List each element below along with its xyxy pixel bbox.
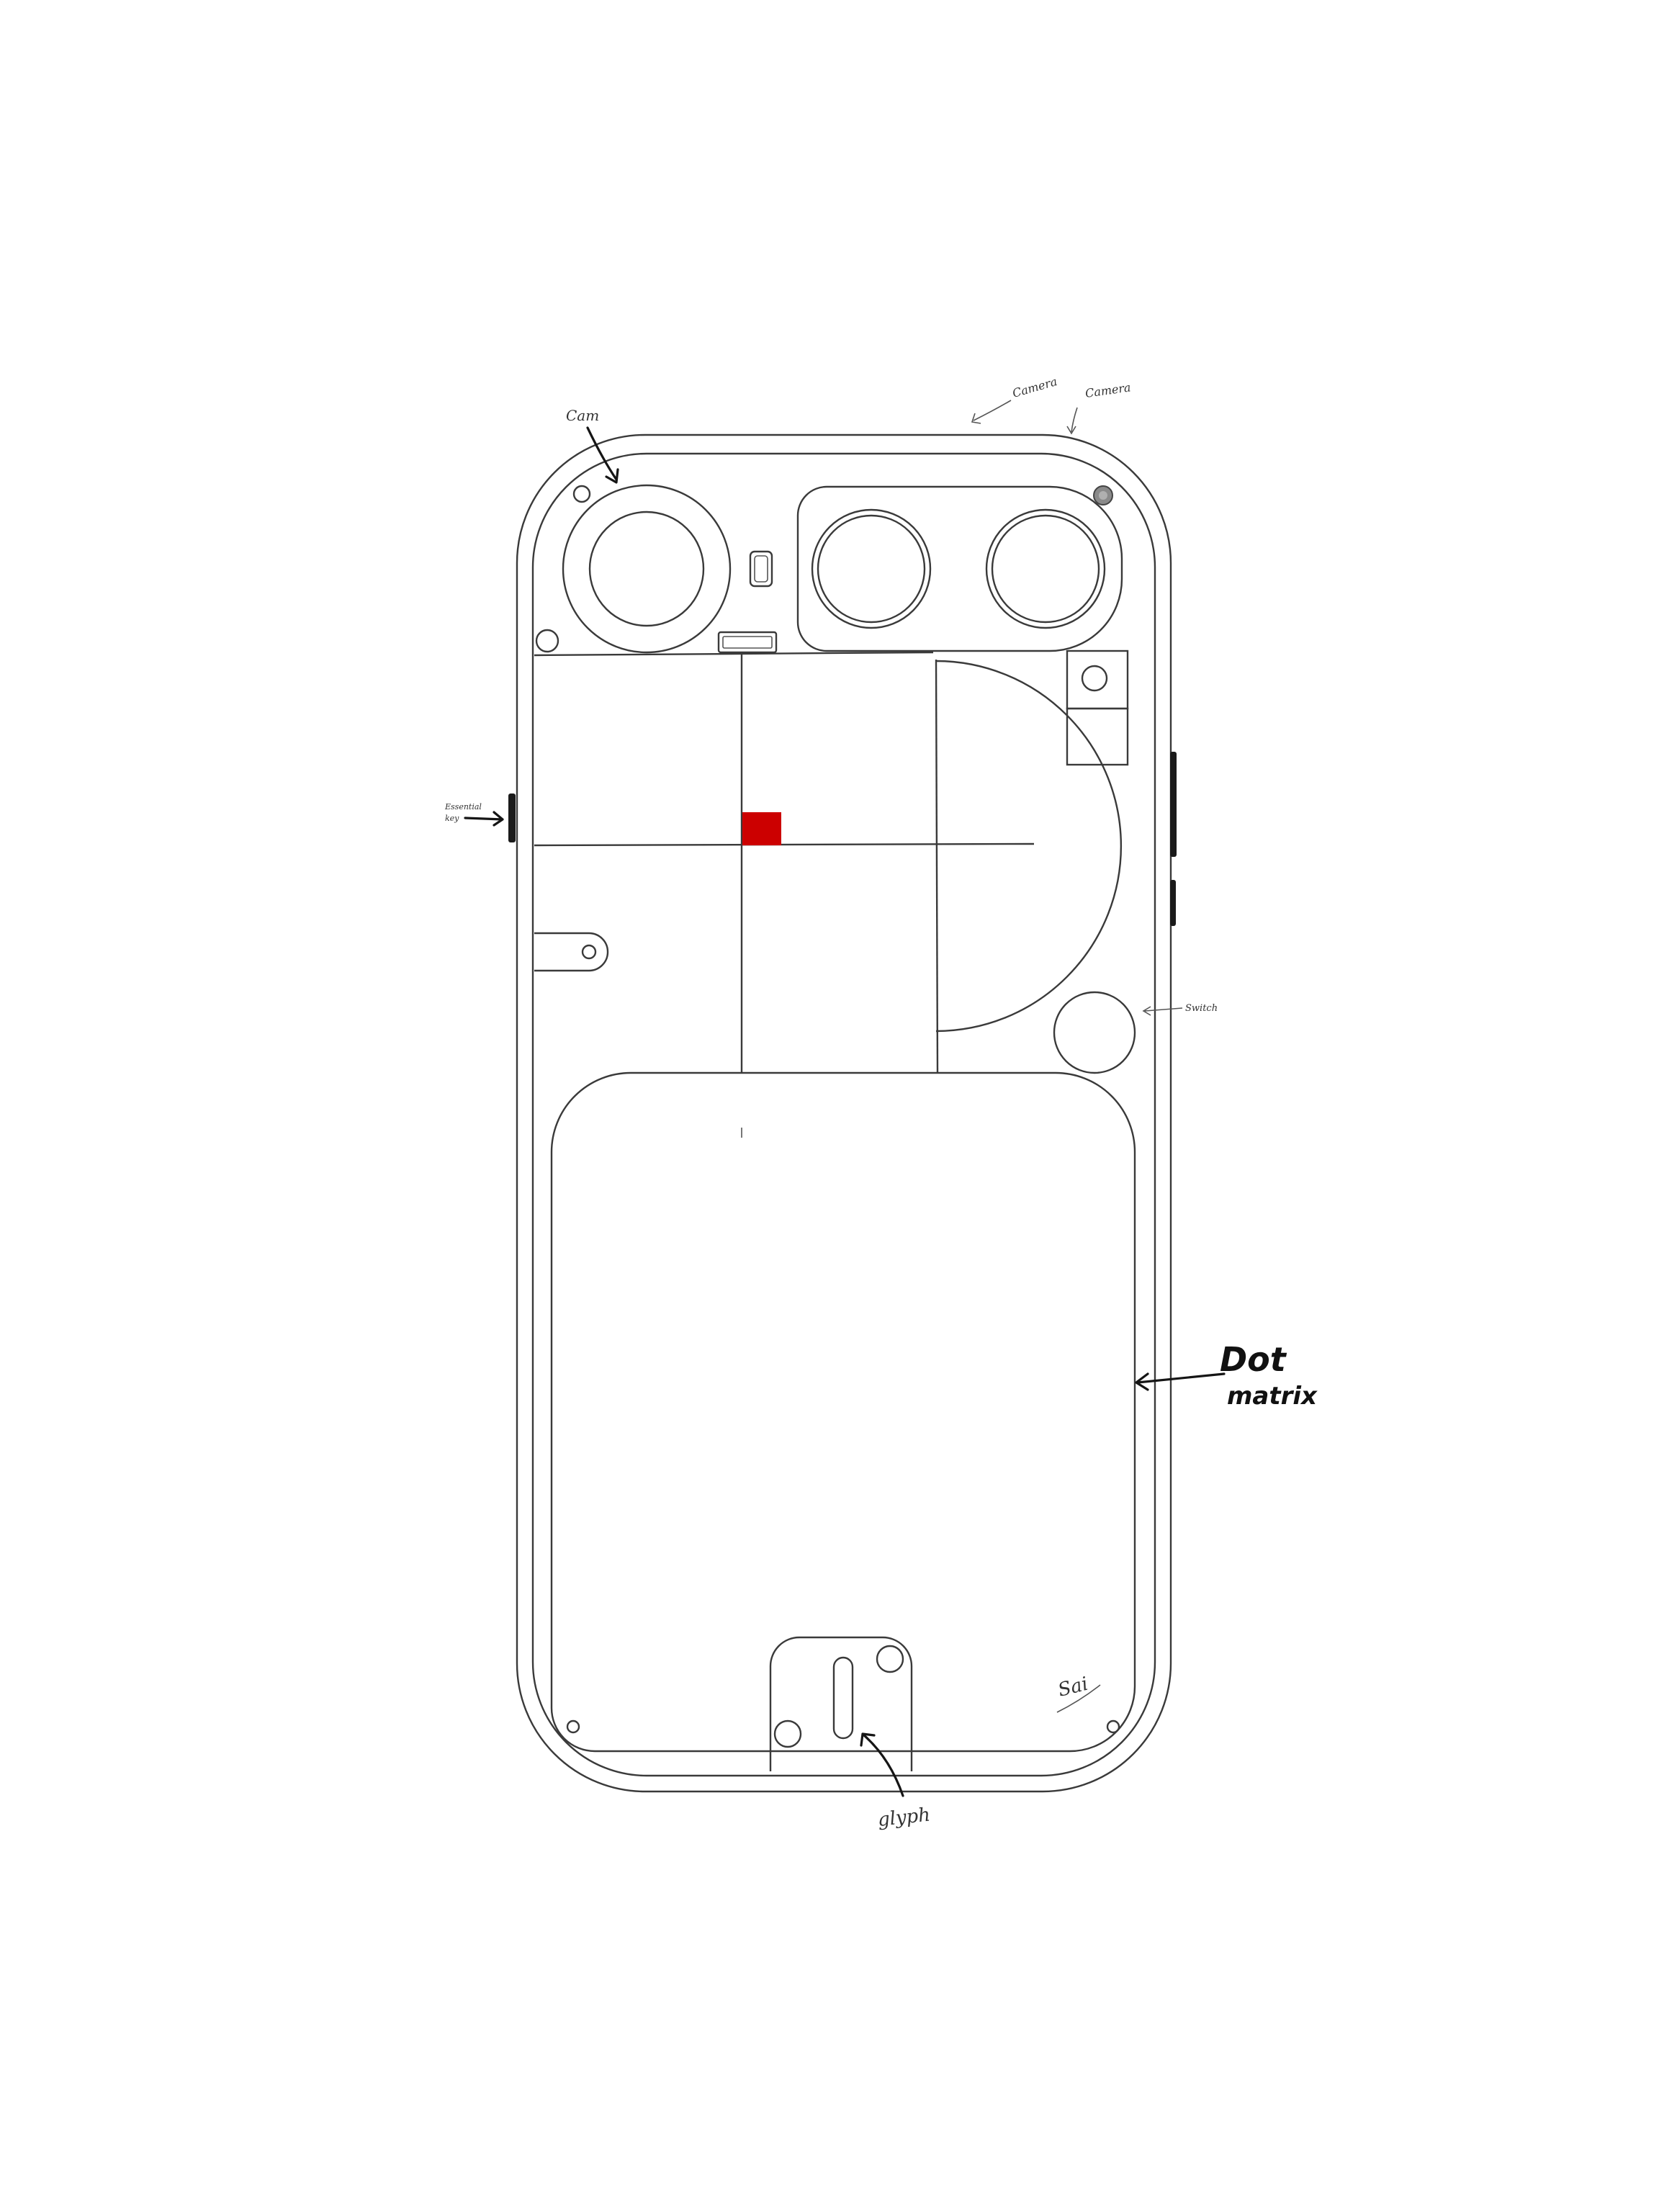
label-glyph: glyph — [877, 1804, 932, 1830]
wireless-coil-semicircle — [935, 660, 1123, 1033]
sensor-box-top — [1066, 649, 1129, 710]
outer-shell — [516, 433, 1172, 1793]
secondary-camera-outer — [811, 508, 932, 629]
main-camera-housing — [562, 484, 732, 654]
tertiary-camera-lens — [991, 514, 1100, 624]
arrow-icon — [1135, 1372, 1226, 1391]
signature: Sai — [1056, 1673, 1090, 1701]
red-square-marker — [742, 812, 781, 845]
glyph-slot — [832, 1656, 854, 1740]
label-switch: Switch — [1185, 1003, 1218, 1014]
label-top-camera-1: Camera — [1011, 374, 1058, 400]
arrow-icon — [464, 811, 504, 827]
glyph-screw-bottom — [773, 1719, 802, 1748]
camera-bump — [796, 485, 1123, 652]
arrow-icon — [1066, 407, 1078, 435]
annotations: Cam Camera Camera Essential key Switch D… — [444, 374, 1318, 1831]
label-side-key: Essential — [444, 802, 482, 811]
right-divider — [935, 659, 939, 1074]
arrow-icon — [586, 426, 619, 484]
glyph-module — [769, 1636, 913, 1771]
volume-button[interactable] — [1170, 880, 1176, 926]
secondary-camera-lens — [817, 514, 926, 624]
arrow-icon — [1142, 1006, 1183, 1016]
side-buttons — [508, 752, 1177, 926]
screw-icon — [572, 485, 591, 503]
screw-icon — [535, 629, 559, 653]
tertiary-camera-outer — [985, 508, 1106, 629]
label-side-key-line2: key — [445, 814, 459, 823]
sensor-box-circle — [1081, 665, 1108, 692]
left-bracket — [534, 932, 609, 972]
flash-dot-inner — [1099, 491, 1107, 500]
mid-line — [534, 842, 1035, 847]
dot-matrix-outline — [550, 1071, 1136, 1753]
bracket-screw — [581, 944, 597, 960]
essential-key-button[interactable] — [508, 793, 516, 842]
label-dot-matrix-line2: matrix — [1227, 1382, 1318, 1411]
main-camera-lens — [588, 511, 705, 627]
glyph-outline — [769, 1636, 913, 1771]
label-dot-matrix-line1: Dot — [1220, 1340, 1287, 1379]
sensor-slot — [749, 550, 773, 588]
inner-shell — [531, 452, 1156, 1777]
camera-divider-line — [534, 651, 934, 657]
connector-box — [717, 631, 778, 654]
sensor-slot-inner — [754, 555, 768, 583]
phone-frame — [516, 433, 1172, 1793]
signature-underline — [1056, 1684, 1101, 1713]
arrow-icon — [860, 1732, 904, 1797]
label-main-camera: Cam — [566, 407, 599, 424]
switch-circle — [1053, 991, 1136, 1074]
connector-box-inner — [722, 636, 773, 649]
screw-icon — [566, 1719, 580, 1734]
internal-layout — [534, 649, 1136, 1138]
arrow-icon — [971, 400, 1012, 424]
power-button[interactable] — [1170, 752, 1177, 857]
label-top-camera-2: Camera — [1084, 380, 1132, 400]
dot-matrix-panel — [550, 1071, 1136, 1753]
glyph-screw-top — [876, 1645, 904, 1673]
camera-area — [535, 484, 1123, 654]
screw-icon — [1106, 1719, 1120, 1734]
sensor-box-bottom — [1066, 707, 1129, 766]
